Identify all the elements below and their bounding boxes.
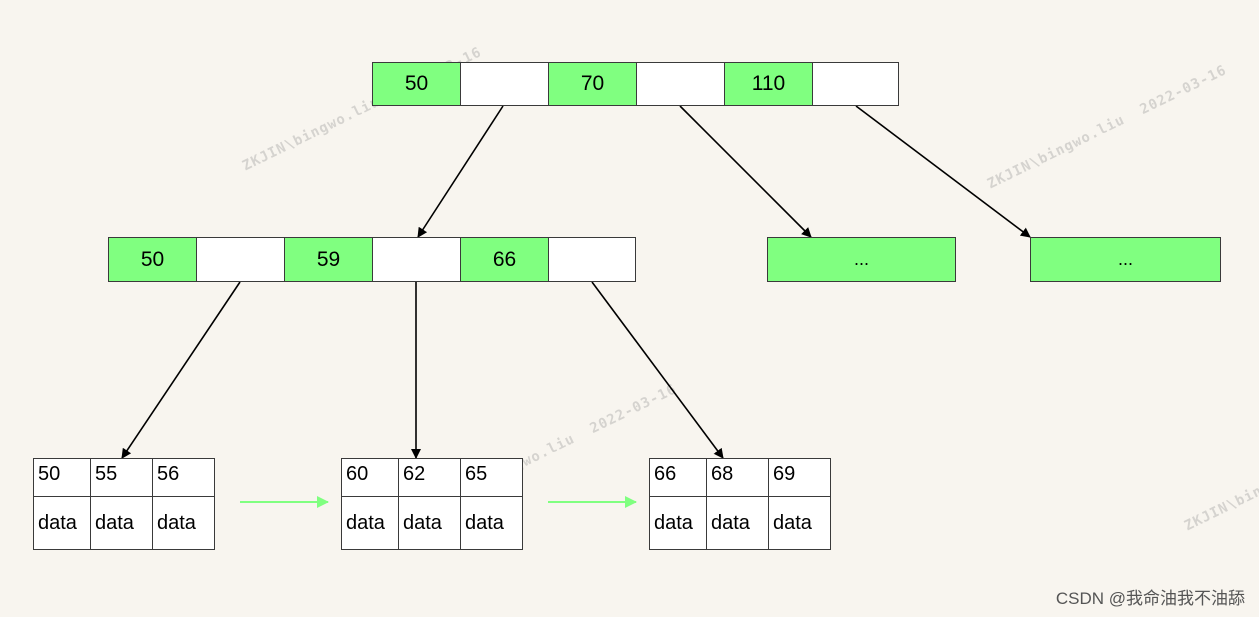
leaf-key: 68: [707, 459, 769, 496]
internal-pointer: [197, 238, 285, 281]
leaf-node: 60 62 65 data data data: [341, 458, 523, 550]
root-pointer: [461, 63, 549, 105]
leaf-data: data: [650, 497, 707, 549]
internal-key: 59: [285, 238, 373, 281]
leaf-key: 55: [91, 459, 153, 496]
leaf-data: data: [399, 497, 461, 549]
leaf-key: 60: [342, 459, 399, 496]
root-key: 110: [725, 63, 813, 105]
leaf-data: data: [342, 497, 399, 549]
leaf-data: data: [707, 497, 769, 549]
root-pointer: [637, 63, 725, 105]
leaf-key: 50: [34, 459, 91, 496]
leaf-key: 66: [650, 459, 707, 496]
leaf-data: data: [34, 497, 91, 549]
internal-pointer: [549, 238, 635, 281]
leaf-data: data: [773, 511, 812, 534]
ellipsis-node: ...: [1030, 237, 1221, 282]
leaf-data: data: [157, 511, 196, 534]
internal-node: 50 59 66: [108, 237, 636, 282]
internal-key: 66: [461, 238, 549, 281]
root-node: 50 70 110: [372, 62, 899, 106]
root-key: 70: [549, 63, 637, 105]
root-pointer: [813, 63, 898, 105]
leaf-node: 66 68 69 data data data: [649, 458, 831, 550]
edge-root-to-cont-b: [855, 105, 1031, 238]
leaf-key: 69: [773, 463, 796, 485]
edge-node-to-leaf-3: [591, 281, 724, 459]
edge-node-to-leaf-1: [121, 281, 241, 459]
leaf-key: 65: [465, 463, 488, 485]
leaf-data: data: [91, 497, 153, 549]
leaf-node: 50 55 56 data data data: [33, 458, 215, 550]
source-credit: CSDN @我命油我不油舔: [1055, 589, 1245, 608]
leaf-data: data: [465, 511, 504, 534]
internal-pointer: [373, 238, 461, 281]
root-key: 50: [373, 63, 461, 105]
edge-root-to-cont-a: [679, 105, 812, 238]
edge-root-to-node: [417, 105, 504, 238]
leaf-key: 62: [399, 459, 461, 496]
internal-key: 50: [109, 238, 197, 281]
leaf-key: 56: [157, 463, 180, 485]
ellipsis-node: ...: [767, 237, 956, 282]
